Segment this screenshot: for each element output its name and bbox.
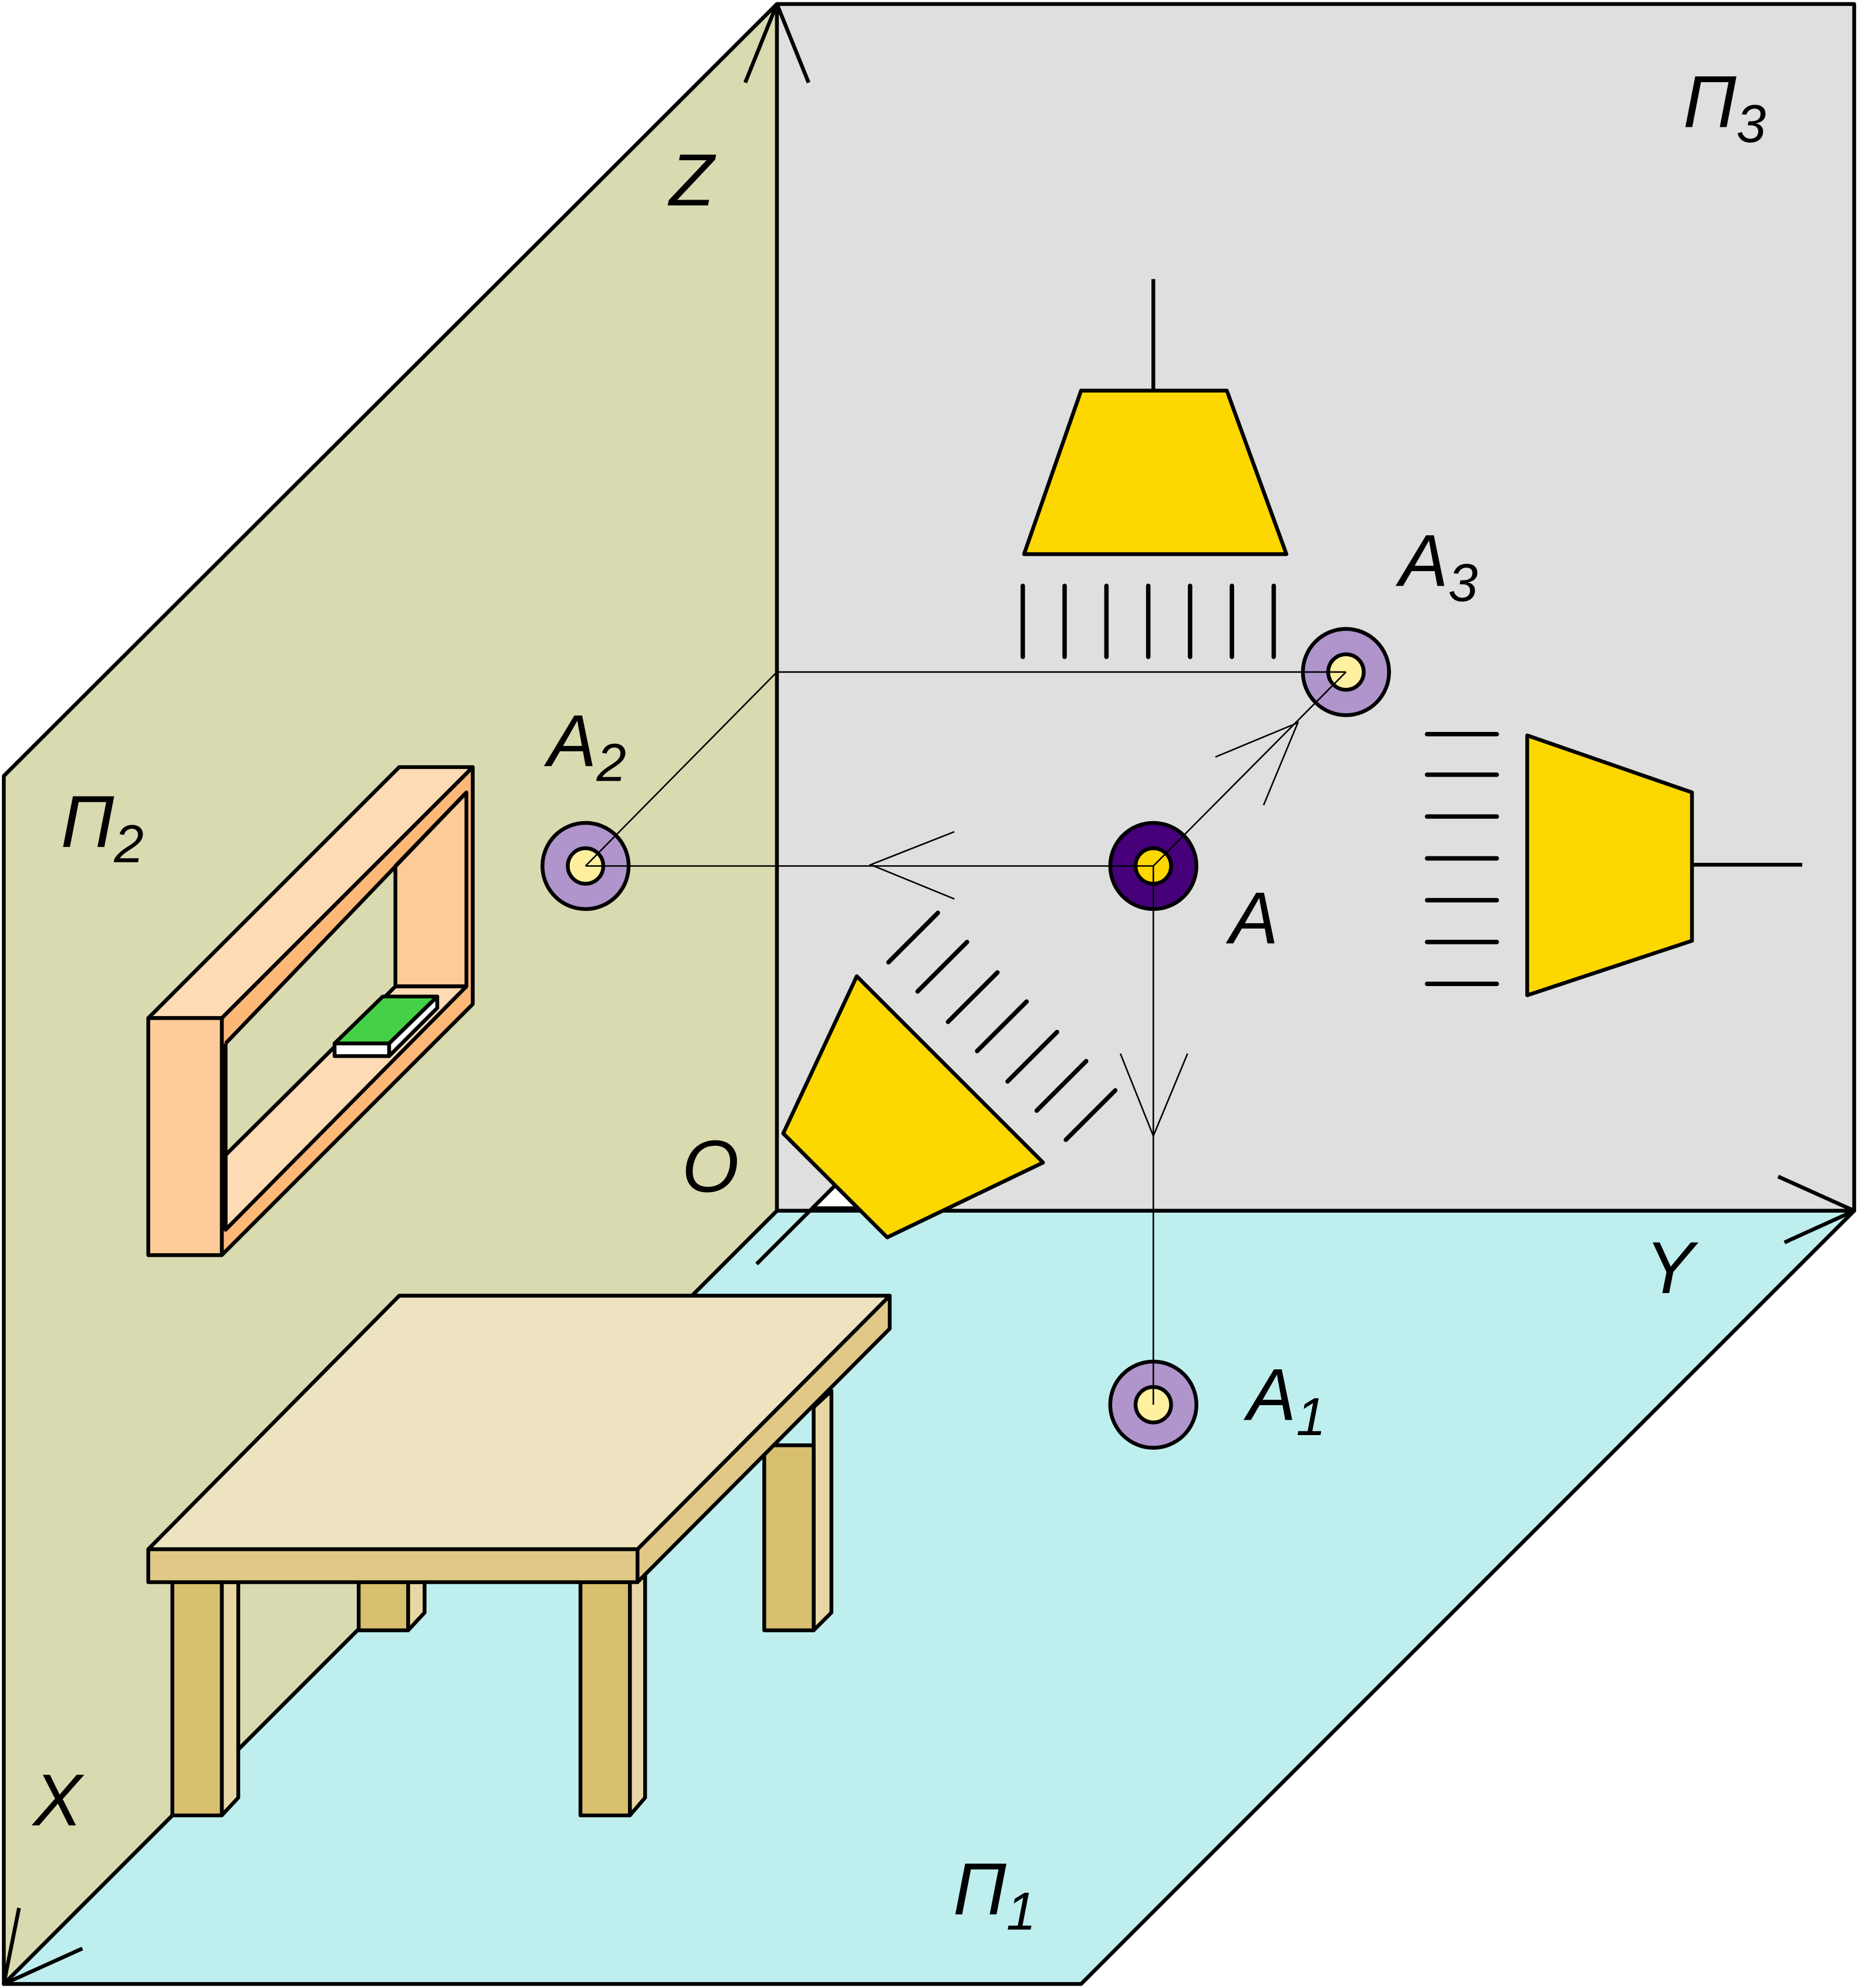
table-leg-back-right <box>762 1389 833 1632</box>
point-label-a2: A2 <box>543 700 626 793</box>
y-axis-arrowhead <box>1777 1174 1856 1244</box>
point-label-a1: A1 <box>1243 1354 1326 1447</box>
table-leg-front-left <box>170 1580 241 1818</box>
arrow-to-a3 <box>1215 721 1299 806</box>
arrow-to-a2 <box>869 831 955 900</box>
projection-lines <box>585 671 1347 1405</box>
ceiling-lamp <box>1021 279 1289 659</box>
table-top <box>146 1294 892 1551</box>
light-rays-diagonal <box>886 910 1118 1142</box>
plane-label-p3: П3 <box>1683 60 1766 154</box>
table-leg-back-left <box>356 1580 427 1632</box>
x-axis-arrowhead <box>2 1907 83 1986</box>
floor-lamp <box>755 910 1118 1265</box>
axis-label-y: Y <box>1645 1227 1699 1309</box>
z-axis-arrowhead <box>743 2 810 83</box>
origin-label: O <box>682 1125 739 1207</box>
table-leg-front-right <box>578 1570 647 1818</box>
axis-label-z: Z <box>667 139 716 221</box>
table-front-edge <box>146 1547 640 1584</box>
plane-label-p2: П2 <box>61 781 144 874</box>
table <box>146 1294 892 1818</box>
point-label-a3: A3 <box>1395 519 1478 613</box>
axis-label-x: X <box>31 1759 85 1841</box>
book <box>332 994 440 1058</box>
side-lamp <box>1424 731 1802 997</box>
light-rays-down <box>1021 583 1276 659</box>
point-label-a: A <box>1225 877 1279 959</box>
wall-shelf <box>146 765 475 1257</box>
arrow-to-a1 <box>1119 1053 1188 1138</box>
profile-plane-p3 <box>775 2 1856 1213</box>
light-rays-left <box>1424 731 1499 987</box>
plane-label-p1: П1 <box>953 1848 1036 1941</box>
